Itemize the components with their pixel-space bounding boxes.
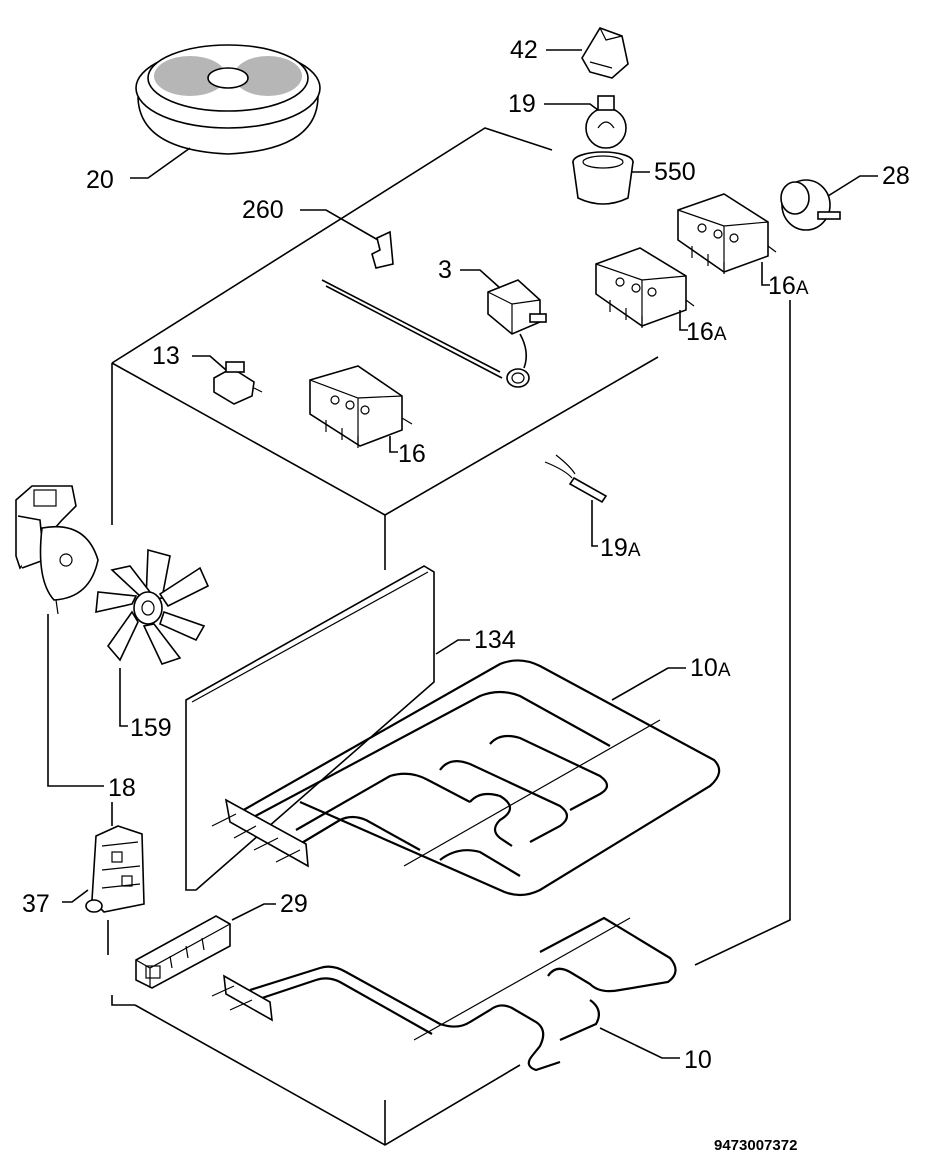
callout-16a-upper: 16A xyxy=(768,272,809,300)
callout-260: 260 xyxy=(242,196,284,224)
callout-10a-num: 10 xyxy=(690,654,718,682)
sensor-probe-19a xyxy=(544,454,608,504)
fan-blade-part-159 xyxy=(95,548,210,665)
callout-28: 28 xyxy=(882,162,910,190)
clip-part-260 xyxy=(371,230,394,269)
callout-19: 19 xyxy=(508,90,536,118)
terminal-bracket-part-37 xyxy=(85,825,145,913)
back-panel-part-134 xyxy=(185,565,435,891)
callout-16a-lower-suffix: A xyxy=(714,324,727,345)
callout-labels: 20 42 19 550 28 260 3 16A 16A 13 16 19A … xyxy=(22,36,910,1154)
callout-10a-suffix: A xyxy=(718,660,731,681)
document-number: 9473007372 xyxy=(714,1137,797,1154)
switch-part-13 xyxy=(213,361,263,405)
lamp-cover-part-550 xyxy=(572,151,634,205)
callout-29: 29 xyxy=(280,890,308,918)
selector-switch-16 xyxy=(309,365,413,448)
callout-20: 20 xyxy=(86,166,114,194)
callout-10a: 10A xyxy=(690,654,731,682)
connector-part-28 xyxy=(780,179,841,231)
callout-134: 134 xyxy=(474,626,516,654)
lamp-bulb-part-19 xyxy=(585,95,627,149)
callout-10: 10 xyxy=(684,1046,712,1074)
callout-37: 37 xyxy=(22,890,50,918)
callout-19a: 19A xyxy=(600,534,641,562)
hob-plate-part xyxy=(135,44,321,155)
callout-19a-num: 19 xyxy=(600,534,628,562)
oven-body-outline xyxy=(107,127,791,1146)
ignition-switch-part-29 xyxy=(135,915,231,989)
callout-42: 42 xyxy=(510,36,538,64)
heating-element-10 xyxy=(211,916,677,1072)
callout-3: 3 xyxy=(438,256,452,284)
selector-switch-16a-lower xyxy=(595,247,695,328)
callout-16: 16 xyxy=(398,440,426,468)
callout-16a-lower: 16A xyxy=(686,318,727,346)
callout-16a-upper-suffix: A xyxy=(796,278,809,299)
heating-element-10a xyxy=(211,659,721,897)
callout-159: 159 xyxy=(130,714,172,742)
callout-18: 18 xyxy=(108,774,136,802)
knob-part-42 xyxy=(581,27,629,79)
leader-lines xyxy=(47,49,878,1059)
callout-550: 550 xyxy=(654,158,696,186)
fan-motor-part-18 xyxy=(15,485,99,615)
selector-switch-16a-upper xyxy=(677,193,777,274)
callout-19a-suffix: A xyxy=(628,540,641,561)
callout-16a-lower-num: 16 xyxy=(686,318,714,346)
thermostat-part-3 xyxy=(321,279,547,388)
callout-13: 13 xyxy=(152,342,180,370)
callout-16a-upper-num: 16 xyxy=(768,272,796,300)
